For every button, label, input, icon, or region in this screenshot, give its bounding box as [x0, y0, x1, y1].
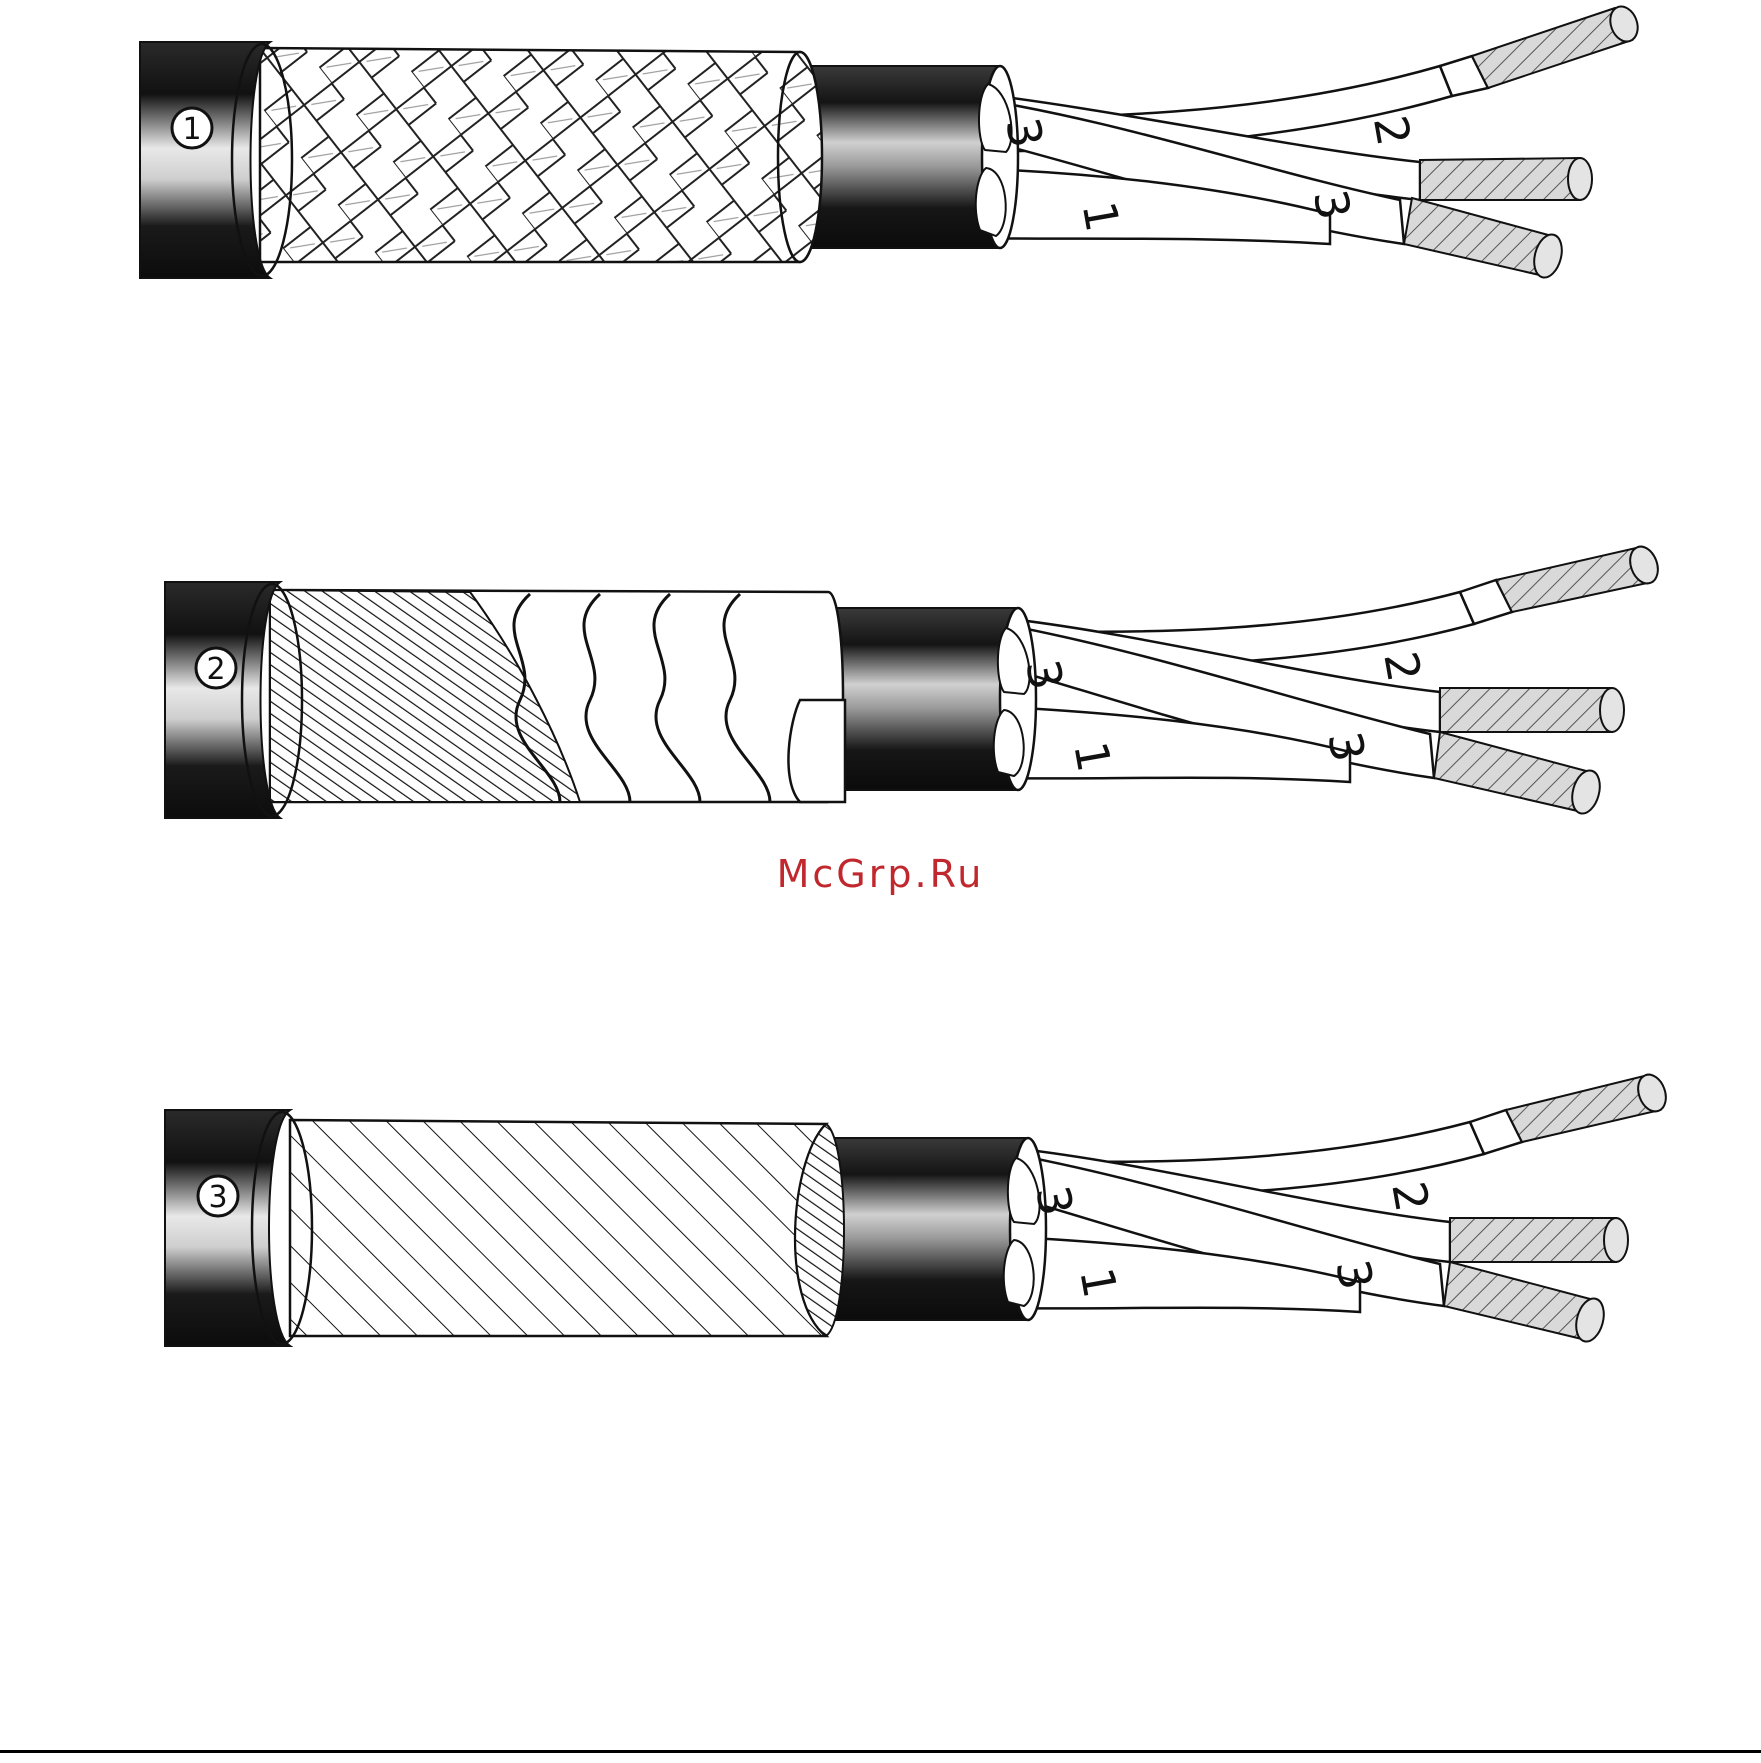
cable-3-label-2: 2 — [1381, 1177, 1439, 1215]
cable-2-marker: 2 — [206, 652, 225, 687]
watermark: McGrp.Ru — [0, 852, 1761, 896]
cable-2: 2 1 2 3 3 — [165, 543, 1663, 818]
cable-1: 1 1 2 3 3 — [140, 3, 1642, 281]
cable-3-marker: 3 — [208, 1180, 227, 1215]
cable-3: 3 1 2 3 3 — [165, 1071, 1671, 1346]
bottom-rule — [0, 1750, 1761, 1753]
cable-3-marker-badge: 3 — [198, 1176, 238, 1216]
cable-2-label-2: 2 — [1373, 647, 1431, 685]
cable-1-marker: 1 — [182, 112, 201, 147]
cable-2-marker-badge: 2 — [196, 648, 236, 688]
cable-1-marker-badge: 1 — [172, 108, 212, 148]
